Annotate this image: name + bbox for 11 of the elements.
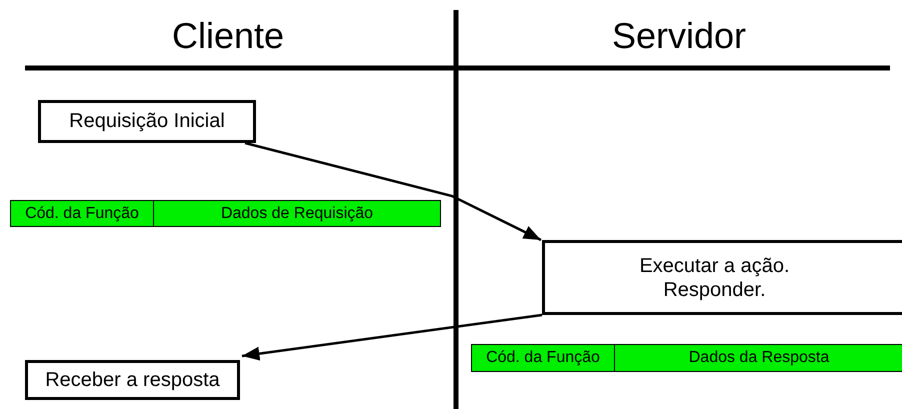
arrow [244,142,542,242]
column-heading: Servidor [612,15,746,56]
process-box: Executar a ação. Responder. [542,240,902,315]
process-box: Receber a resposta [25,360,240,400]
packet-field: Dados de Requisição [153,200,441,227]
arrow [242,314,542,361]
packet-field: Dados da Resposta [614,344,902,372]
process-box: Requisição Inicial [38,100,256,143]
packet-field: Cód. da Função [10,200,154,227]
column-heading: Cliente [172,15,284,56]
packet-field: Cód. da Função [471,344,615,372]
